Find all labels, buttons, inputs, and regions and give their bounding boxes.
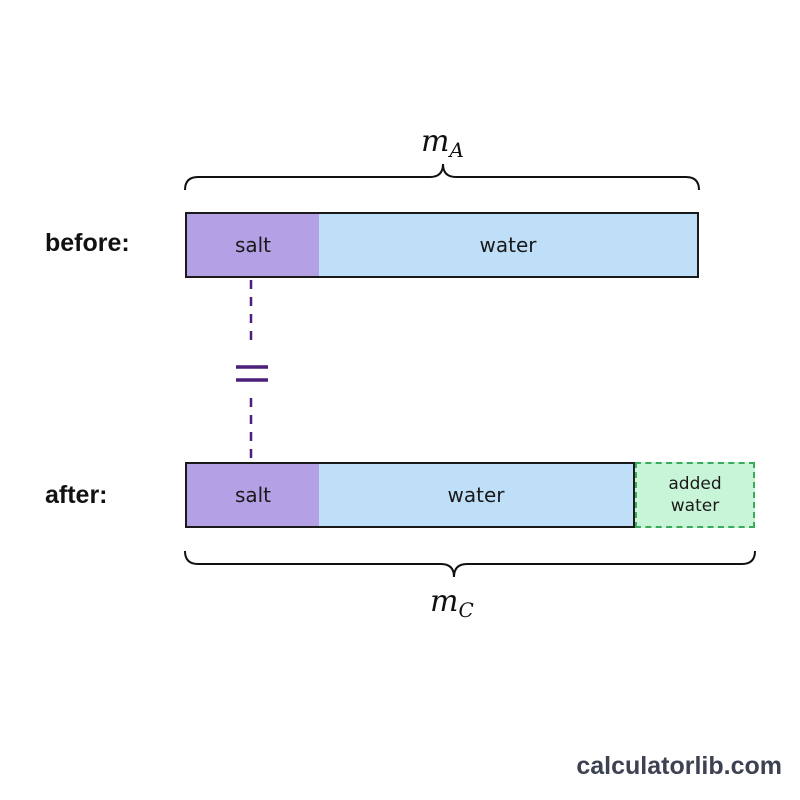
added-water-line2: water	[670, 496, 720, 516]
before-salt-segment: salt	[185, 212, 321, 278]
bottom-brace	[184, 550, 756, 578]
after-label: after:	[45, 481, 108, 509]
after-salt-segment: salt	[185, 462, 321, 528]
added-water-line1: added	[668, 474, 722, 494]
site-watermark: calculatorlib.com	[576, 752, 782, 780]
top-brace	[184, 163, 700, 191]
before-water-segment: water	[319, 212, 699, 278]
before-label: before:	[45, 229, 130, 257]
added-water-segment: added water	[635, 462, 755, 528]
mass-a-label: mA	[421, 124, 464, 162]
mass-c-label: mC	[430, 584, 474, 622]
equals-sign	[236, 365, 268, 382]
after-water-segment: water	[319, 462, 635, 528]
